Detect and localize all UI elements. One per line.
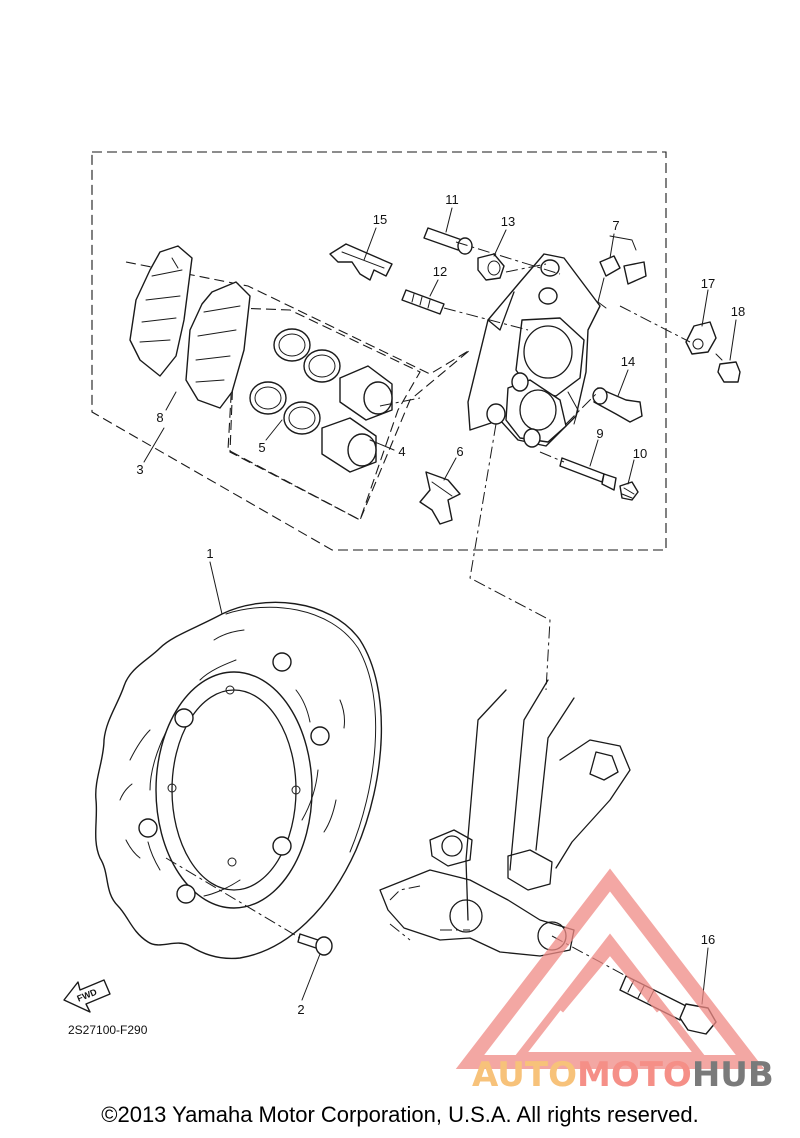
alignment-lines [165,241,691,977]
watermark-triangle-icon [455,868,765,1069]
front-fork [379,679,631,957]
callout-6: 6 [456,444,463,459]
watermark-wordmark: AUTOMOTOHUB [472,1055,774,1095]
plug-13 [477,253,505,281]
callout-9: 9 [596,426,603,441]
callout-4: 4 [398,444,405,459]
callout-3: 3 [136,462,143,477]
watermark-moto: MOTO [577,1055,692,1095]
callout-14: 14 [621,354,635,369]
pad-pin-11 [423,227,473,255]
drawing-code: 2S27100-F290 [68,1023,148,1037]
watermark-auto: AUTO [472,1055,577,1095]
callout-17: 17 [701,276,715,291]
seal-kit-boundary [227,307,421,521]
diagram-canvas: 1 2 3 4 5 6 7 8 9 10 11 12 13 14 15 16 1… [63,151,774,1095]
piston-seals [249,328,341,435]
callout-15: 15 [373,212,387,227]
pad-pin-12 [401,289,445,315]
callout-16: 16 [701,932,715,947]
callout-8: 8 [156,410,163,425]
pad-clip-6 [419,471,461,525]
brake-disc [95,601,383,960]
watermark-hub: HUB [692,1055,774,1095]
callout-7: 7 [612,218,619,233]
nut-10 [619,481,639,501]
disc-bolt-2 [297,933,333,956]
bolt-18 [715,353,741,383]
callout-numbers: 1 2 3 4 5 6 7 8 9 10 11 12 13 14 15 16 1… [136,192,745,1017]
callout-5: 5 [258,440,265,455]
caliper-assembly-boundary [91,151,667,551]
hose-guide-17 [685,321,717,355]
bleed-screw-7 [597,235,647,309]
pad-kit-boundary [125,261,471,521]
pin-9 [559,457,617,491]
callout-11: 11 [445,192,459,207]
callout-10: 10 [633,446,647,461]
caliper-body [467,253,601,448]
callout-1: 1 [206,546,213,561]
svg-text:AUTOMOTOHUB: AUTOMOTOHUB [472,1055,774,1095]
callout-2: 2 [297,1002,304,1017]
callout-18: 18 [731,304,745,319]
slide-pin-14 [592,387,643,423]
brake-pad-inner [185,281,251,409]
fwd-arrow-icon: FWD [63,979,111,1013]
copyright-notice: ©2013 Yamaha Motor Corporation, U.S.A. A… [101,1102,699,1127]
brake-pad-outer [129,245,193,377]
pistons [321,365,393,473]
pad-spring-15 [329,243,393,281]
leader-lines [143,207,737,1005]
callout-13: 13 [501,214,515,229]
callout-12: 12 [433,264,447,279]
